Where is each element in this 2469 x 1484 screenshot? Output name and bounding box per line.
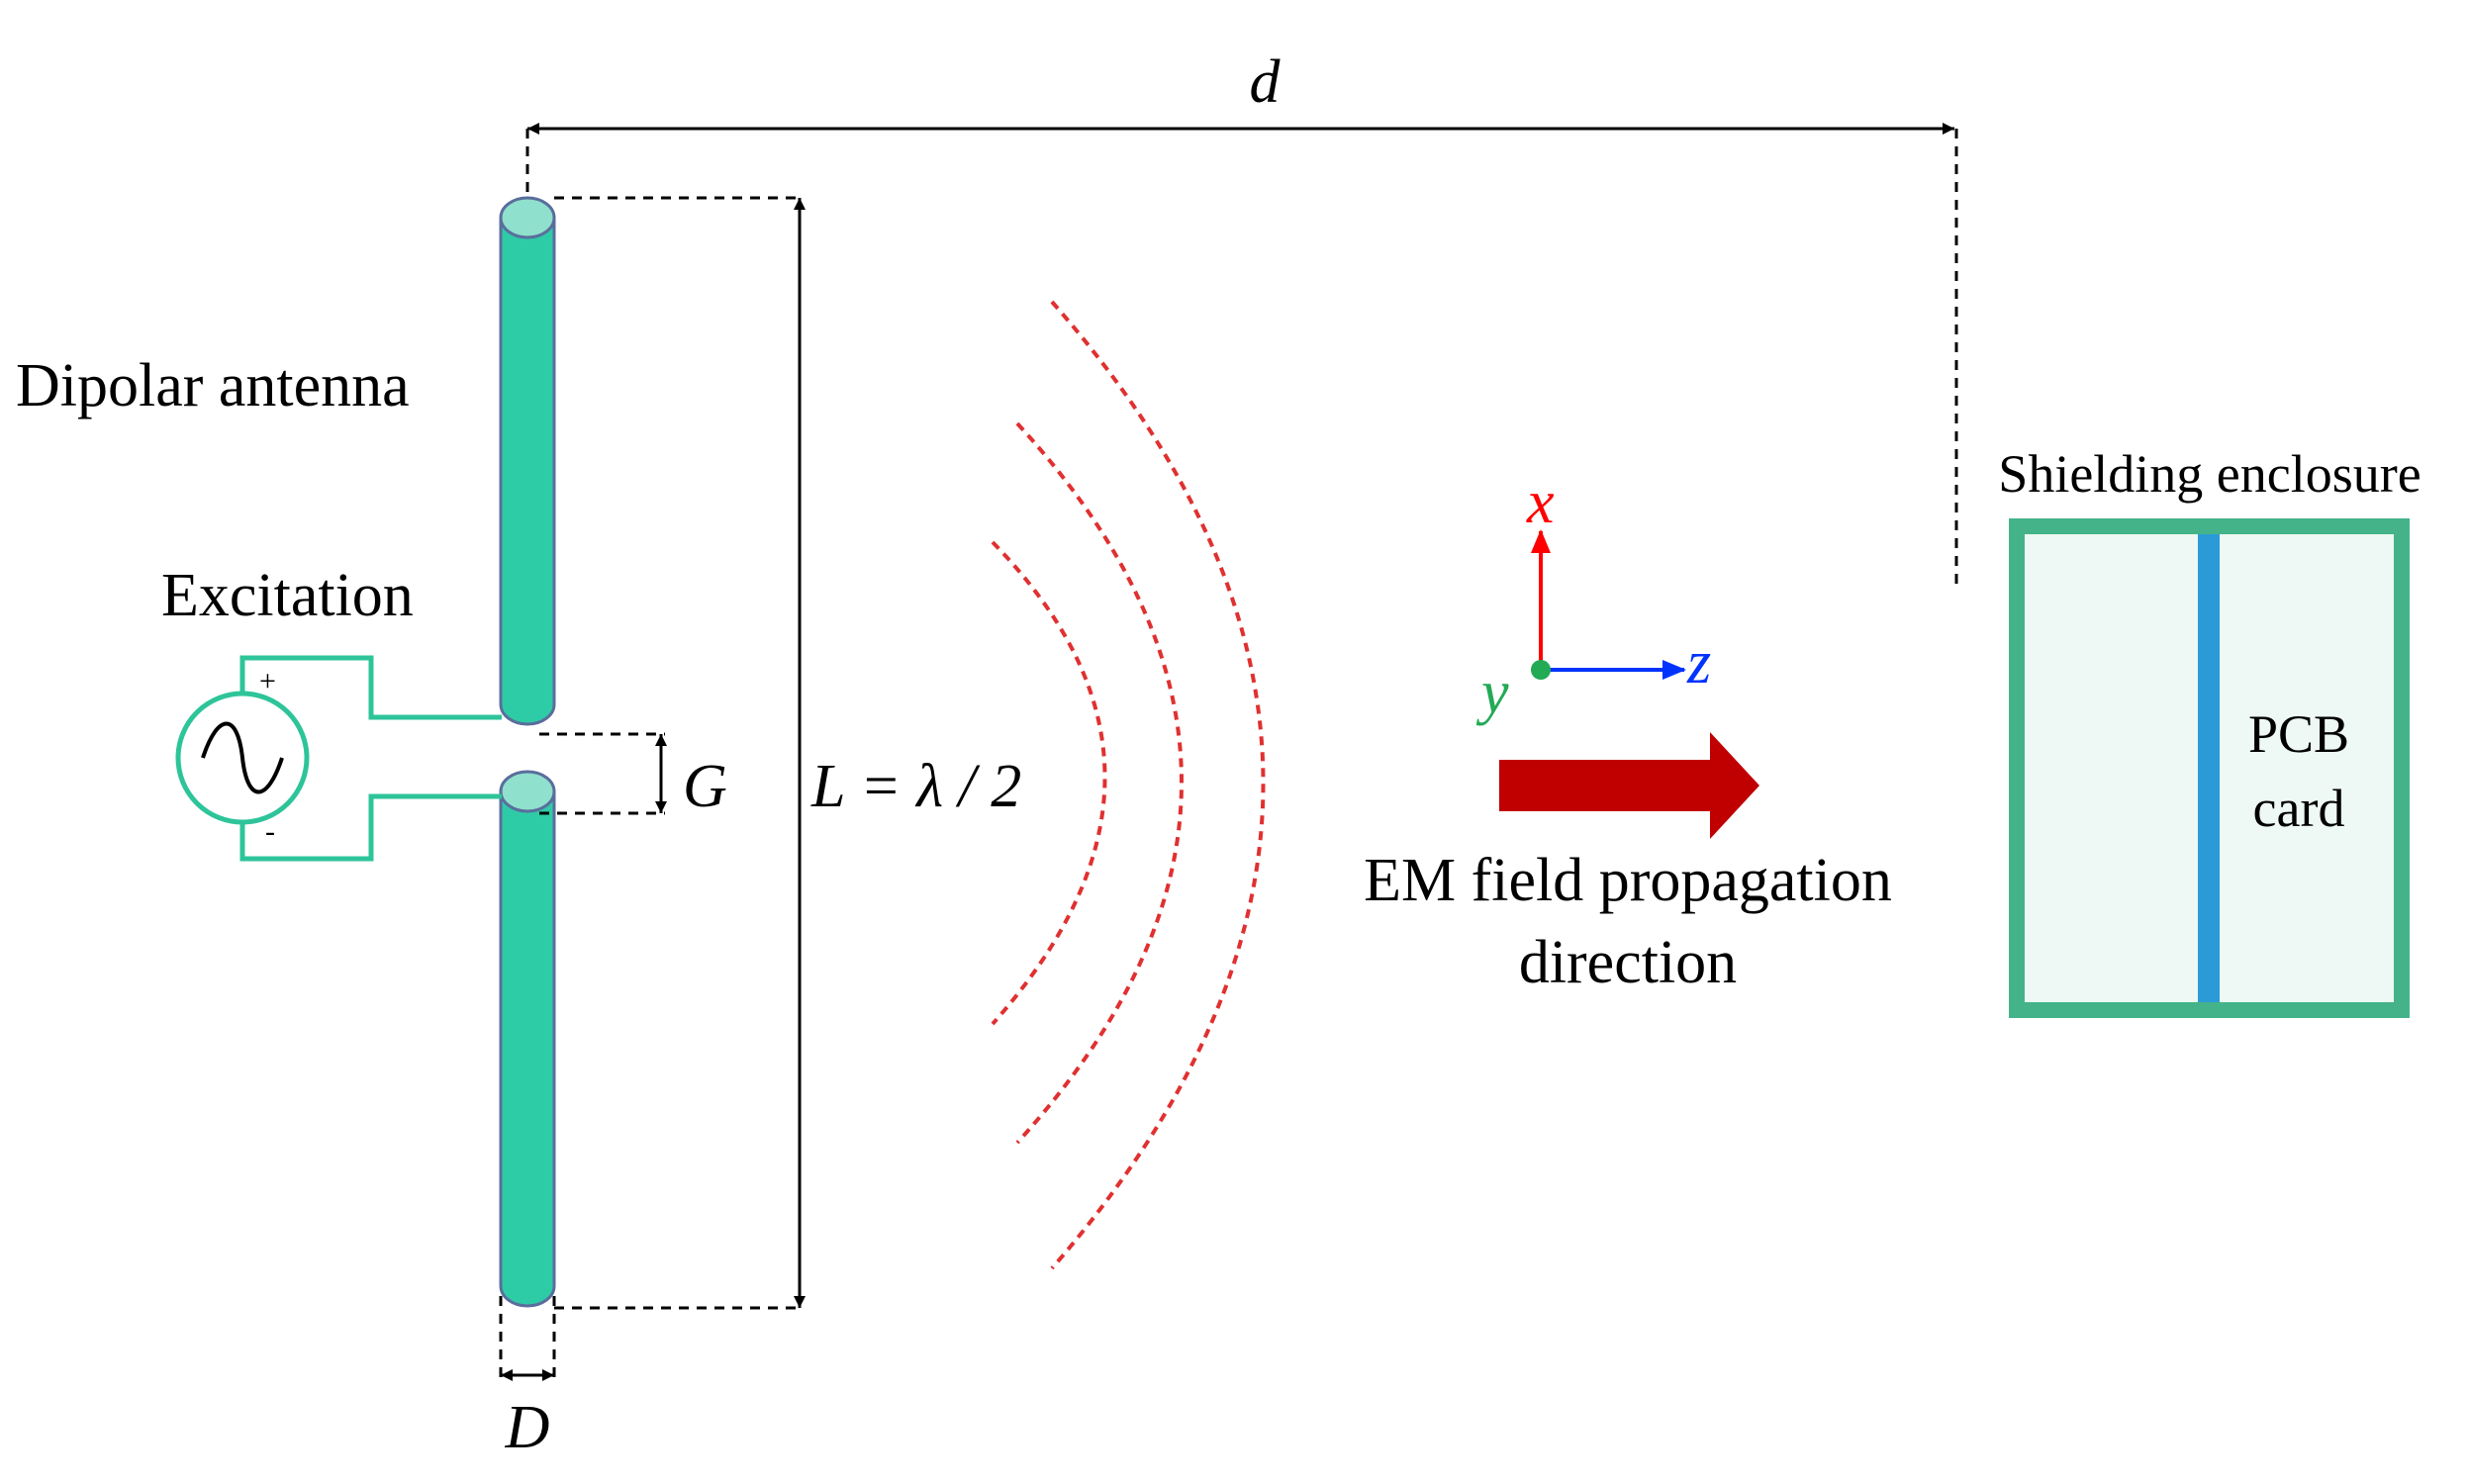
propagation-label-line1: EM field propagation [1364, 847, 1892, 914]
coordinate-axes: x z y [1475, 469, 1711, 726]
diameter-dimension: D [499, 1296, 556, 1461]
propagation-label-line2: direction [1519, 929, 1737, 996]
distance-label: d [1250, 48, 1282, 116]
length-dimension: L = λ / 2 [554, 196, 1021, 1310]
em-wavefronts [991, 300, 1266, 1270]
propagation-arrow-icon [1499, 732, 1759, 839]
wavefront-outer [1050, 300, 1266, 1270]
minus-sign: - [265, 815, 275, 848]
z-axis-label: z [1686, 629, 1711, 696]
length-label: L = λ / 2 [810, 753, 1021, 820]
lower-rod-cap [499, 770, 556, 813]
upper-antenna-rod [499, 216, 556, 726]
wavefront-middle [1015, 421, 1184, 1145]
y-axis-dot [1531, 660, 1551, 680]
upper-rod-cap [499, 196, 556, 239]
pcb-card [2198, 534, 2220, 1002]
lower-antenna-rod [499, 789, 556, 1308]
antenna-label: Dipolar antenna [16, 352, 410, 419]
lower-feed-wire [239, 793, 502, 862]
y-axis-label: y [1475, 659, 1509, 726]
excitation-label: Excitation [161, 562, 414, 629]
gap-label: G [683, 753, 727, 820]
plus-sign: + [259, 665, 276, 697]
upper-feed-wire [239, 655, 502, 720]
distance-dimension: d [525, 48, 1958, 584]
pcb-label-line2: card [2253, 779, 2345, 838]
dipole-antenna [499, 196, 556, 1308]
wavefront-inner [991, 540, 1107, 1026]
pcb-label-line1: PCB [2248, 704, 2349, 764]
enclosure-label: Shielding enclosure [1998, 444, 2421, 504]
x-axis-label: x [1526, 469, 1555, 536]
excitation-circuit: + - [175, 655, 502, 862]
gap-dimension: G [539, 732, 727, 820]
diameter-label: D [505, 1394, 550, 1461]
shielding-enclosure: PCB card [2009, 518, 2410, 1018]
sine-wave-icon [201, 721, 284, 794]
